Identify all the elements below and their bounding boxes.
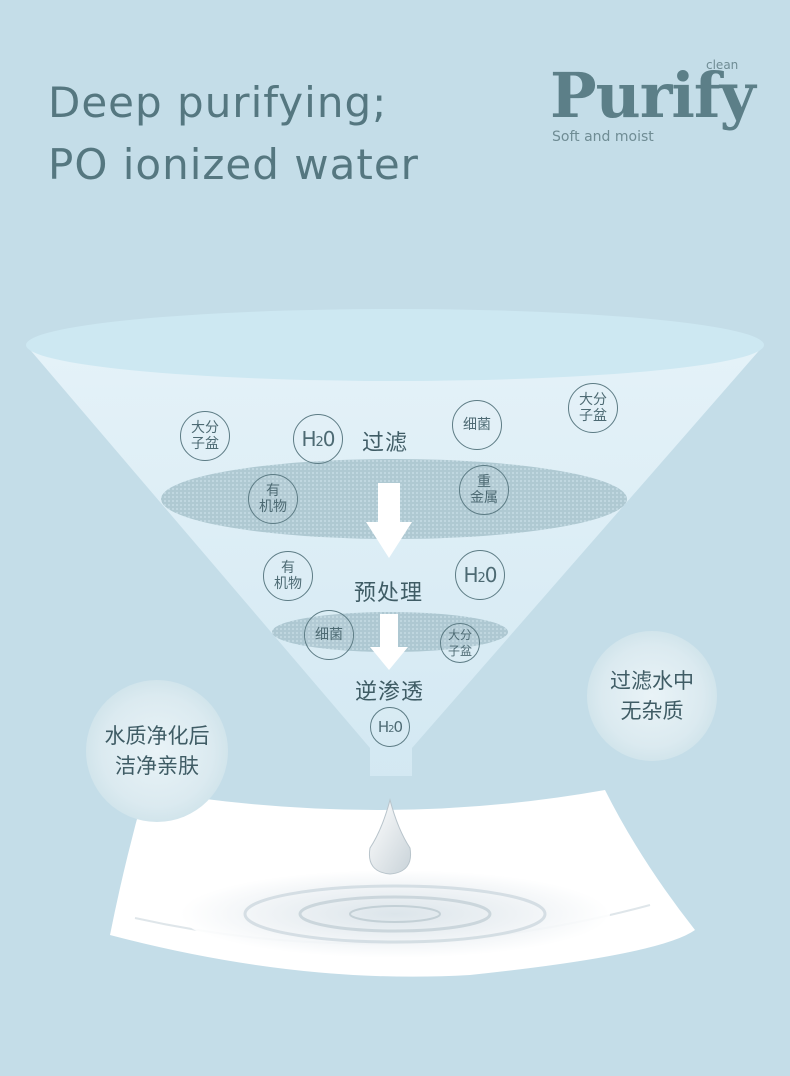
funnel-rim [26, 309, 764, 381]
stage-label-ro: 逆渗透 [355, 680, 425, 705]
bubble-right: 过滤水中无杂质 [587, 631, 717, 761]
molecule-macro-1: 大分子盆 [180, 411, 230, 461]
molecule-macro-3: 大分子盆 [440, 623, 480, 663]
brand-wordmark: Purify [550, 59, 756, 132]
bubble-left: 水质净化后洁净亲肤 [86, 680, 228, 822]
brand-logo: clean Purify Soft and moist [550, 55, 756, 155]
stage-label-pretreat: 预处理 [354, 581, 424, 606]
water-drop [368, 798, 412, 875]
molecule-organic-2: 有机物 [263, 551, 313, 601]
headline: Deep purifying; PO ionized water [48, 72, 419, 196]
headline-line-1: Deep purifying; [48, 78, 388, 127]
molecule-organic-1: 有机物 [248, 474, 298, 524]
brand-superscript: clean [706, 58, 739, 72]
stage-label-filter: 过滤 [362, 431, 409, 456]
molecule-macro-2: 大分子盆 [568, 383, 618, 433]
molecule-bacteria-2: 细菌 [304, 610, 354, 660]
brand-tagline: Soft and moist [552, 129, 654, 145]
molecule-bacteria-1: 细菌 [452, 400, 502, 450]
water-ripples [180, 870, 610, 958]
flow-arrow-1 [366, 483, 412, 558]
molecule-metal: 重金属 [459, 465, 509, 515]
headline-line-2: PO ionized water [48, 140, 419, 189]
flow-arrow-2 [370, 614, 408, 670]
